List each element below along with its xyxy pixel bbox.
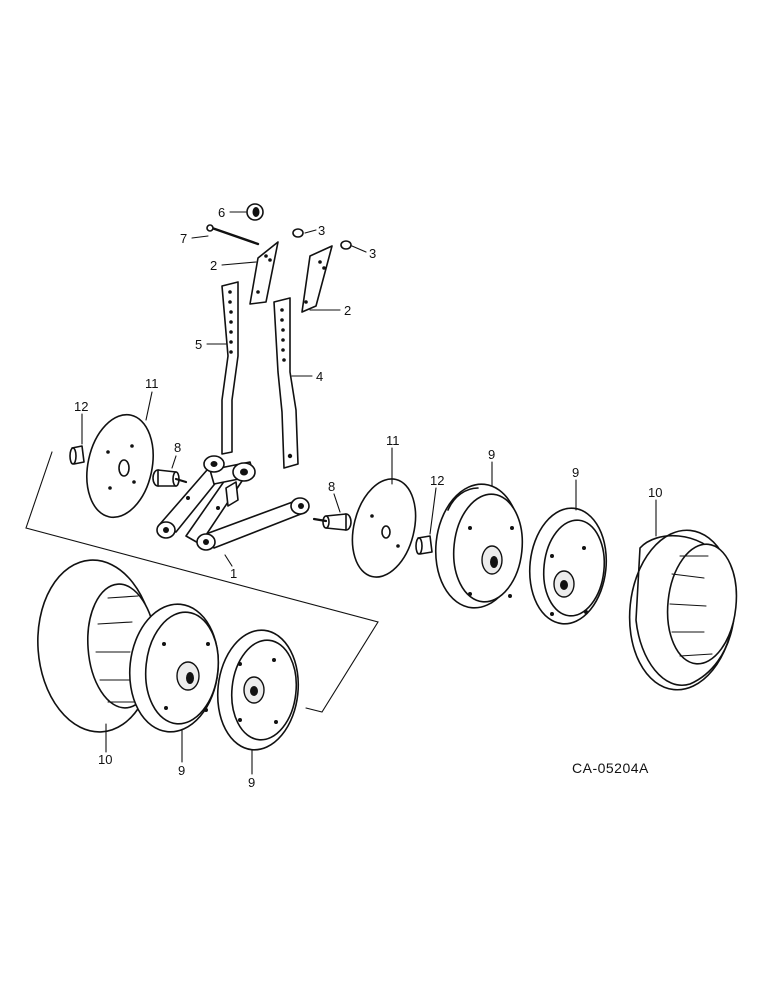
callout-2a: 2 [210, 258, 217, 273]
callout-2b: 2 [344, 303, 351, 318]
callouts: 6 7 3 3 2 2 5 4 11 12 8 11 9 12 8 9 10 1… [74, 205, 662, 790]
part-6-plug [246, 203, 264, 221]
callout-1: 1 [230, 566, 237, 581]
callout-9a: 9 [488, 447, 495, 462]
part-9-wheel-half-upper-1 [434, 483, 524, 609]
callout-3a: 3 [318, 223, 325, 238]
part-9-wheel-half-lower-2 [216, 629, 300, 751]
part-8-spindle-right [312, 513, 352, 531]
callout-7: 7 [180, 231, 187, 246]
part-12-bearing-right [415, 535, 433, 555]
callout-4: 4 [316, 369, 323, 384]
part-7-pin [206, 224, 260, 246]
part-10-tire-right [628, 529, 738, 691]
callout-11a: 11 [145, 376, 159, 391]
part-12-bearing-left [69, 445, 85, 465]
figure-code: CA-05204A [572, 760, 649, 776]
callout-8b: 8 [328, 479, 335, 494]
callout-8a: 8 [174, 440, 181, 455]
callout-12a: 12 [74, 399, 88, 414]
callout-3b: 3 [369, 246, 376, 261]
part-9-wheel-half-lower-1 [128, 603, 220, 733]
part-5-arm [221, 281, 239, 455]
part-9-wheel-half-upper-2 [528, 507, 608, 625]
part-8-spindle-left [152, 469, 188, 487]
part-4-arm [273, 297, 299, 469]
assembly-outline [25, 451, 379, 713]
part-2-bracket-right [301, 245, 333, 313]
part-2-bracket-left [249, 241, 279, 305]
part-3-bushing-left [292, 228, 304, 238]
callout-10b: 10 [98, 752, 112, 767]
callout-9d: 9 [248, 775, 255, 790]
callout-9b: 9 [572, 465, 579, 480]
callout-10a: 10 [648, 485, 662, 500]
part-11-disc-right [351, 478, 417, 578]
part-11-disc-left [86, 413, 154, 519]
callout-6: 6 [218, 205, 225, 220]
callout-5: 5 [195, 337, 202, 352]
part-3-bushing-right [340, 240, 352, 250]
leader-lines [81, 211, 657, 775]
callout-11b: 11 [386, 433, 400, 448]
callout-12b: 12 [430, 473, 444, 488]
callout-9c: 9 [178, 763, 185, 778]
part-1-linkage [156, 455, 310, 551]
